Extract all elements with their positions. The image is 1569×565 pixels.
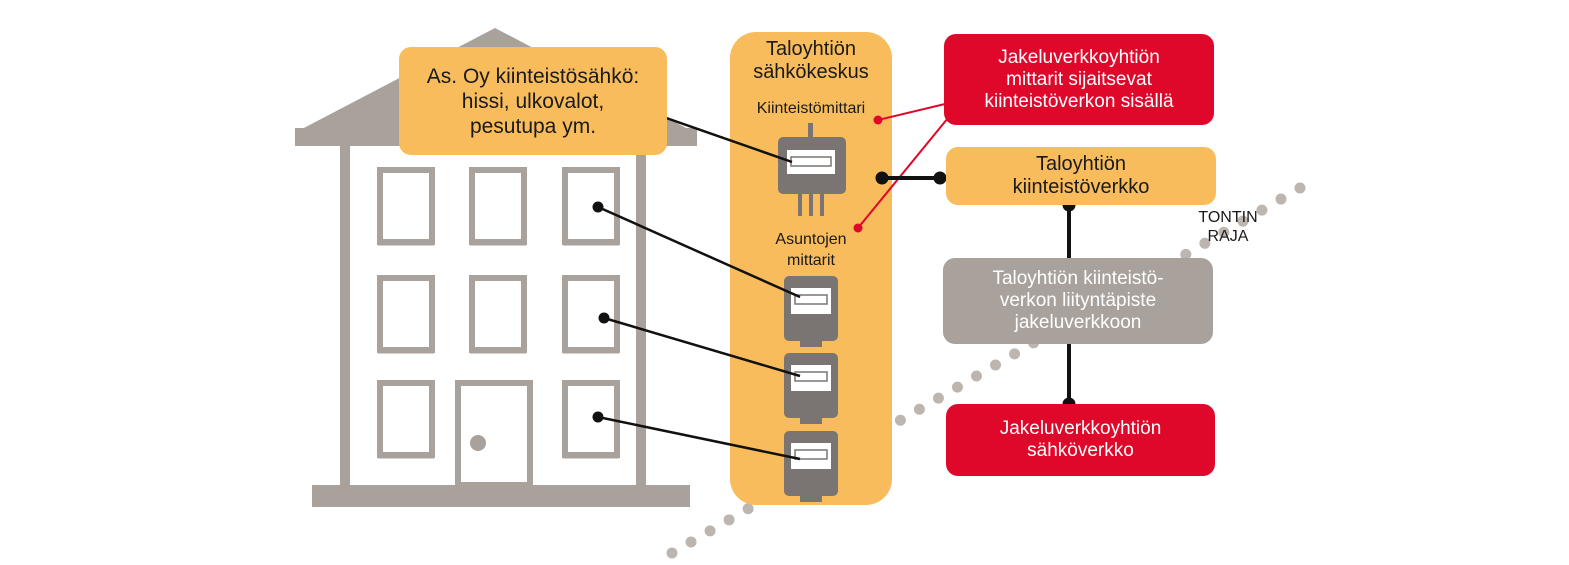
connection-point-box: Taloyhtiön kiinteistö- verkon liityntäpi… xyxy=(943,258,1213,344)
annotation-lines-red xyxy=(857,103,949,229)
electricity-meter-icon xyxy=(784,353,838,424)
apartment-meters-label: Asuntojen mittarit xyxy=(775,231,847,269)
boundary-dot xyxy=(990,359,1002,371)
boundary-dot xyxy=(1256,204,1268,216)
electricity-meter-icon xyxy=(784,431,838,502)
boundary-dot xyxy=(1009,348,1021,360)
building-electricity-note: As. Oy kiinteistösähkö: hissi, ulkovalot… xyxy=(399,47,667,155)
lot-boundary-label: TONTIN RAJA xyxy=(1198,209,1258,245)
electricity-meter-icon xyxy=(784,276,838,347)
boundary-dot xyxy=(951,381,963,393)
boundary-dot xyxy=(1294,182,1306,194)
boundary-dot xyxy=(1180,248,1192,260)
annotation-dot xyxy=(873,115,883,125)
boundary-dot xyxy=(913,403,925,415)
boundary-dot xyxy=(666,547,678,559)
connector-lines xyxy=(597,111,1071,461)
annotation-dot xyxy=(853,223,863,233)
dso-grid-box: Jakeluverkkoyhtiön sähköverkko xyxy=(946,404,1215,476)
boundary-dot xyxy=(704,525,716,537)
boundary-dot xyxy=(685,536,697,548)
boundary-dot xyxy=(932,392,944,404)
property-network-box: Taloyhtiön kiinteistöverkko xyxy=(946,147,1216,205)
boundary-dot xyxy=(894,414,906,426)
electricity-meter-icon xyxy=(778,123,846,216)
boundary-dot xyxy=(1199,237,1211,249)
boundary-dot xyxy=(742,503,754,515)
panel-title: Taloyhtiön sähkökeskus xyxy=(753,38,869,83)
electrical-panel xyxy=(730,32,892,505)
boundary-dot xyxy=(970,370,982,382)
boundary-dot xyxy=(723,514,735,526)
boundary-dot xyxy=(1275,193,1287,205)
boundary-dot xyxy=(1218,226,1230,238)
dso-meters-note: Jakeluverkkoyhtiön mittarit sijaitsevat … xyxy=(944,34,1214,125)
boundary-dot xyxy=(1237,215,1249,227)
property-meter-label: Kiinteistömittari xyxy=(756,100,866,117)
